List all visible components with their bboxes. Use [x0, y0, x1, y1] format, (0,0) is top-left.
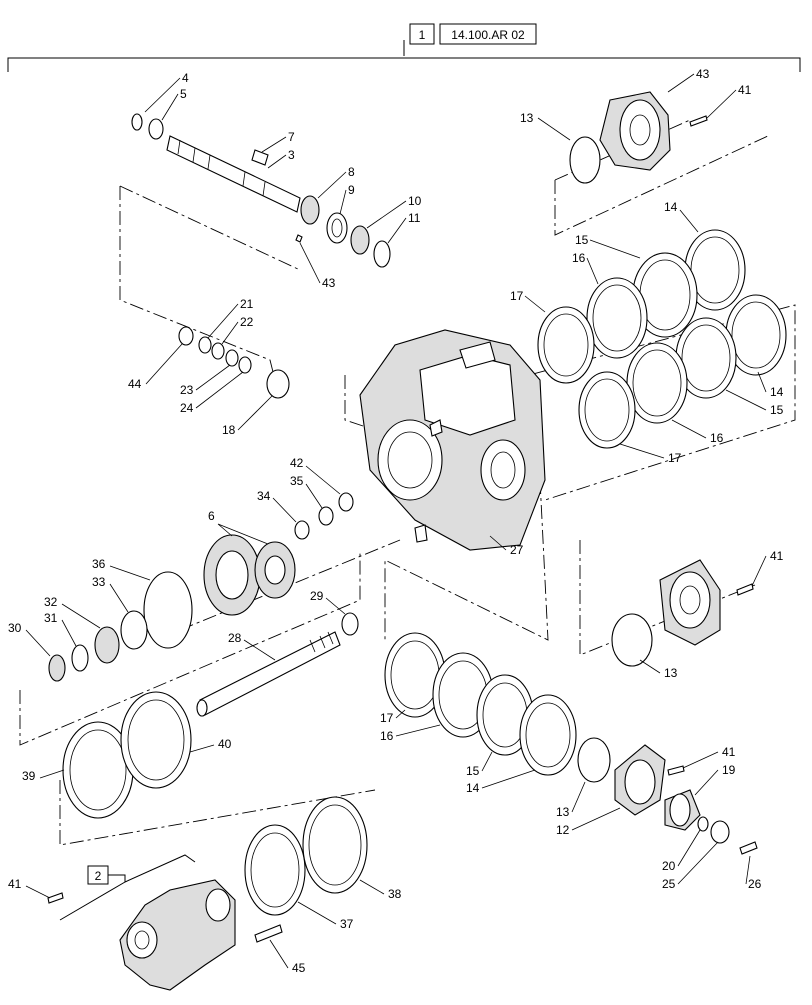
gaskets-lower-left	[62, 691, 192, 819]
callout-29: 29	[310, 589, 324, 603]
gaskets-lower-middle	[384, 632, 577, 776]
sub-ref-label: 2	[95, 869, 102, 883]
callout-41-b: 41	[770, 549, 784, 563]
callout-40: 40	[218, 737, 232, 751]
callout-15-c: 15	[466, 764, 480, 778]
callout-16-a: 16	[572, 251, 586, 265]
callout-34: 34	[257, 489, 271, 503]
output-flange-assembly	[577, 737, 758, 855]
callout-8: 8	[348, 165, 355, 179]
callout-13-c: 13	[556, 805, 570, 819]
input-shaft	[131, 113, 391, 268]
callout-41-d: 41	[8, 877, 22, 891]
callout-27: 27	[510, 543, 524, 557]
callout-4: 4	[182, 71, 189, 85]
callout-14-a: 14	[664, 200, 678, 214]
callout-19: 19	[722, 763, 736, 777]
callout-6: 6	[208, 509, 215, 523]
callout-7: 7	[288, 130, 295, 144]
callout-28: 28	[228, 631, 242, 645]
callout-24: 24	[180, 401, 194, 415]
callout-32: 32	[44, 595, 58, 609]
callout-15-a: 15	[575, 233, 589, 247]
callout-36: 36	[92, 557, 106, 571]
callout-35: 35	[290, 474, 304, 488]
callout-13-b: 13	[664, 666, 678, 680]
sub-assembly-2: 2	[47, 796, 368, 991]
right-lower-cover	[611, 559, 754, 667]
callout-25: 25	[662, 877, 676, 891]
callout-31: 31	[44, 611, 58, 625]
callout-44: 44	[128, 377, 142, 391]
callout-45: 45	[292, 961, 306, 975]
header-box-label: 1	[419, 28, 426, 42]
callout-13-a: 13	[520, 111, 534, 125]
header-ref: 1 14.100.AR 02	[7, 23, 801, 72]
callout-3: 3	[288, 148, 295, 162]
callout-17-b: 17	[668, 451, 682, 465]
callout-14-b: 14	[770, 385, 784, 399]
callout-10: 10	[408, 194, 422, 208]
main-housing	[359, 329, 546, 551]
callout-15-b: 15	[770, 403, 784, 417]
callout-16-c: 16	[380, 729, 394, 743]
callout-20: 20	[662, 859, 676, 873]
callout-22: 22	[240, 315, 254, 329]
callout-21: 21	[240, 297, 254, 311]
callout-5: 5	[180, 87, 187, 101]
callout-37: 37	[340, 917, 354, 931]
callout-39: 39	[22, 769, 36, 783]
callout-18: 18	[222, 423, 236, 437]
callout-38: 38	[388, 887, 402, 901]
callout-12: 12	[556, 823, 570, 837]
gaskets-upper-right	[537, 229, 787, 449]
gear-cluster	[48, 534, 359, 682]
callout-33: 33	[92, 575, 106, 589]
callout-23: 23	[180, 383, 194, 397]
callout-43-a: 43	[322, 276, 336, 290]
snap-rings	[178, 326, 290, 399]
callout-41-c: 41	[722, 745, 736, 759]
top-right-cover	[569, 91, 708, 184]
callout-14-c: 14	[466, 781, 480, 795]
output-shaft	[196, 631, 341, 717]
callout-30: 30	[8, 621, 22, 635]
washers-middle	[294, 492, 354, 540]
callout-17-a: 17	[510, 289, 524, 303]
callout-43-b: 43	[696, 67, 710, 81]
callout-26: 26	[748, 877, 762, 891]
callouts: 4 5 7 3 8 9 10 11 43 43 41 13 14 15 16 1…	[8, 67, 784, 975]
header-ref-label: 14.100.AR 02	[451, 28, 525, 42]
callout-16-b: 16	[710, 431, 724, 445]
callout-11: 11	[408, 211, 421, 225]
callout-41-a: 41	[738, 83, 752, 97]
callout-17-c: 17	[380, 711, 394, 725]
callout-42: 42	[290, 456, 304, 470]
callout-9: 9	[348, 183, 355, 197]
